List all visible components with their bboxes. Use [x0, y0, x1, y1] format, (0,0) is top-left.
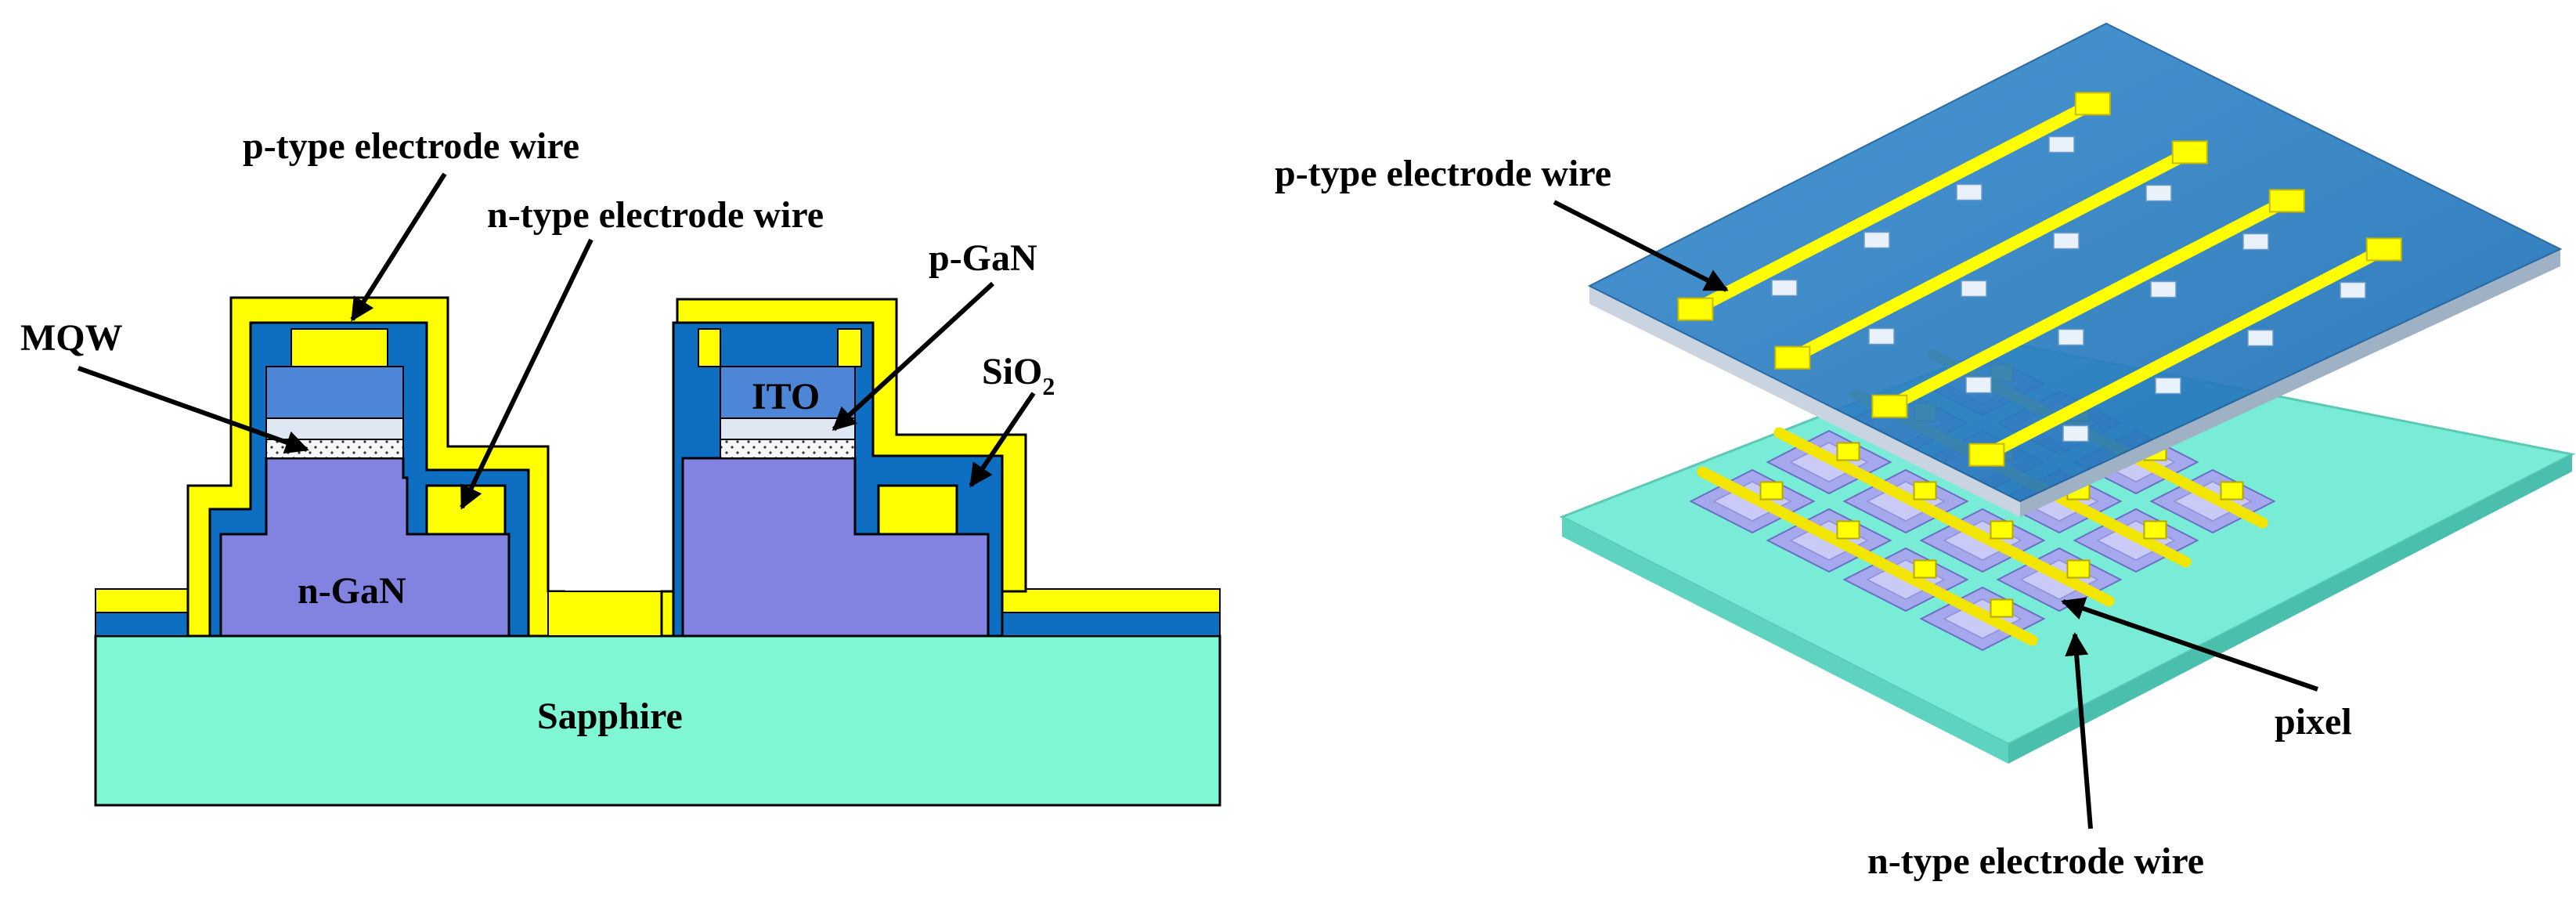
base-metal-strip-right — [1001, 588, 1221, 613]
n-pad — [2066, 559, 2091, 579]
cross-section-diagram: p-type electrode wire n-type electrode w… — [20, 125, 1221, 807]
label-pixel: pixel — [2275, 701, 2352, 743]
p-wire-pad — [2365, 237, 2402, 262]
n-pad — [1836, 520, 1860, 540]
top-plate — [1587, 22, 2563, 503]
label-mqw: MQW — [20, 317, 123, 359]
top-window — [1961, 280, 1987, 298]
p-wire — [1881, 192, 2296, 415]
top-window — [2155, 377, 2181, 395]
p-wire-pad — [1774, 345, 1811, 370]
n-pad — [1990, 520, 2014, 540]
n-pad — [1990, 598, 2014, 618]
mesa2-n-contact — [877, 484, 958, 536]
top-window — [2340, 281, 2366, 299]
label-n-gan: n-GaN — [298, 570, 406, 612]
label-p-gan-left: p-GaN — [929, 237, 1037, 279]
label-n-wire-left: n-type electrode wire — [487, 194, 824, 236]
top-window — [1956, 183, 1983, 201]
mesa1-n-contact — [425, 484, 507, 536]
mesa1-n-gan — [219, 457, 511, 638]
n-wire — [1697, 466, 2038, 646]
n-wire — [1773, 427, 2115, 607]
top-window — [2150, 280, 2177, 298]
arrow-mqw — [77, 366, 309, 454]
label-sapphire: Sapphire — [537, 696, 683, 737]
p-wire-pad — [2268, 189, 2305, 213]
mesa1-ito — [265, 366, 404, 419]
p-wire-pad — [2074, 92, 2111, 116]
p-wire-pad — [2171, 140, 2208, 164]
p-wire — [1687, 95, 2102, 318]
p-wire — [1784, 143, 2199, 367]
label-sio2: SiO2 — [982, 351, 1055, 400]
label-p-wire-right: p-type electrode wire — [1275, 153, 1611, 194]
n-pad — [2143, 520, 2167, 540]
p-wire — [1978, 240, 2393, 464]
arrow-sio2 — [969, 392, 1036, 488]
n-pad — [1913, 481, 1937, 500]
top-window — [2058, 328, 2084, 346]
top-window — [2048, 136, 2075, 154]
mesa2-mqw — [720, 439, 856, 459]
top-window — [2242, 233, 2269, 251]
sapphire-substrate — [94, 634, 1221, 807]
arrow-pixel — [2061, 597, 2318, 692]
top-plate-edge-left — [1589, 286, 2020, 517]
bottom-plate-front-right — [2008, 454, 2572, 764]
top-window — [1868, 327, 1895, 345]
top-window — [1771, 279, 1798, 297]
label-ito: ITO — [752, 376, 820, 417]
n-pad — [2220, 481, 2244, 500]
n-pad — [1759, 481, 1784, 500]
top-window — [2053, 232, 2080, 250]
mesa2-p-contact-left — [698, 328, 721, 367]
arrow-p-gan-left — [832, 281, 995, 432]
p-wire-pad — [1677, 297, 1714, 321]
top-window — [2247, 329, 2274, 347]
mesa2-p-contact-right — [837, 328, 862, 367]
p-wire-pad — [1968, 443, 2005, 467]
n-pad — [1913, 559, 1937, 579]
trench-metal — [547, 591, 674, 637]
mesa1-p-gan — [265, 417, 404, 440]
bottom-plate-front-left — [1562, 517, 2008, 764]
p-wire-array — [1677, 92, 2402, 467]
arrow-n-wire-right — [2065, 632, 2093, 829]
label-p-wire-left: p-type electrode wire — [243, 125, 579, 167]
mesa2-n-gan — [681, 457, 990, 638]
top-plate-windows — [1771, 136, 2366, 443]
arrow-p-wire-left — [350, 172, 447, 322]
p-wire-pad — [1871, 394, 1908, 418]
top-window — [2145, 184, 2172, 202]
mesa1-p-contact — [290, 328, 388, 367]
arrow-n-wire-left — [460, 238, 593, 510]
label-n-wire-right: n-type electrode wire — [1867, 840, 2204, 882]
top-window — [1965, 376, 1992, 394]
n-pad — [1836, 442, 1860, 461]
arrow-p-wire-right — [1553, 200, 1729, 292]
top-plate-edge-right — [2020, 249, 2560, 517]
top-window — [2062, 425, 2089, 443]
top-window — [1863, 231, 1890, 249]
exploded-3d-diagram: p-type electrode wire pixel n-type elect… — [1275, 22, 2576, 882]
